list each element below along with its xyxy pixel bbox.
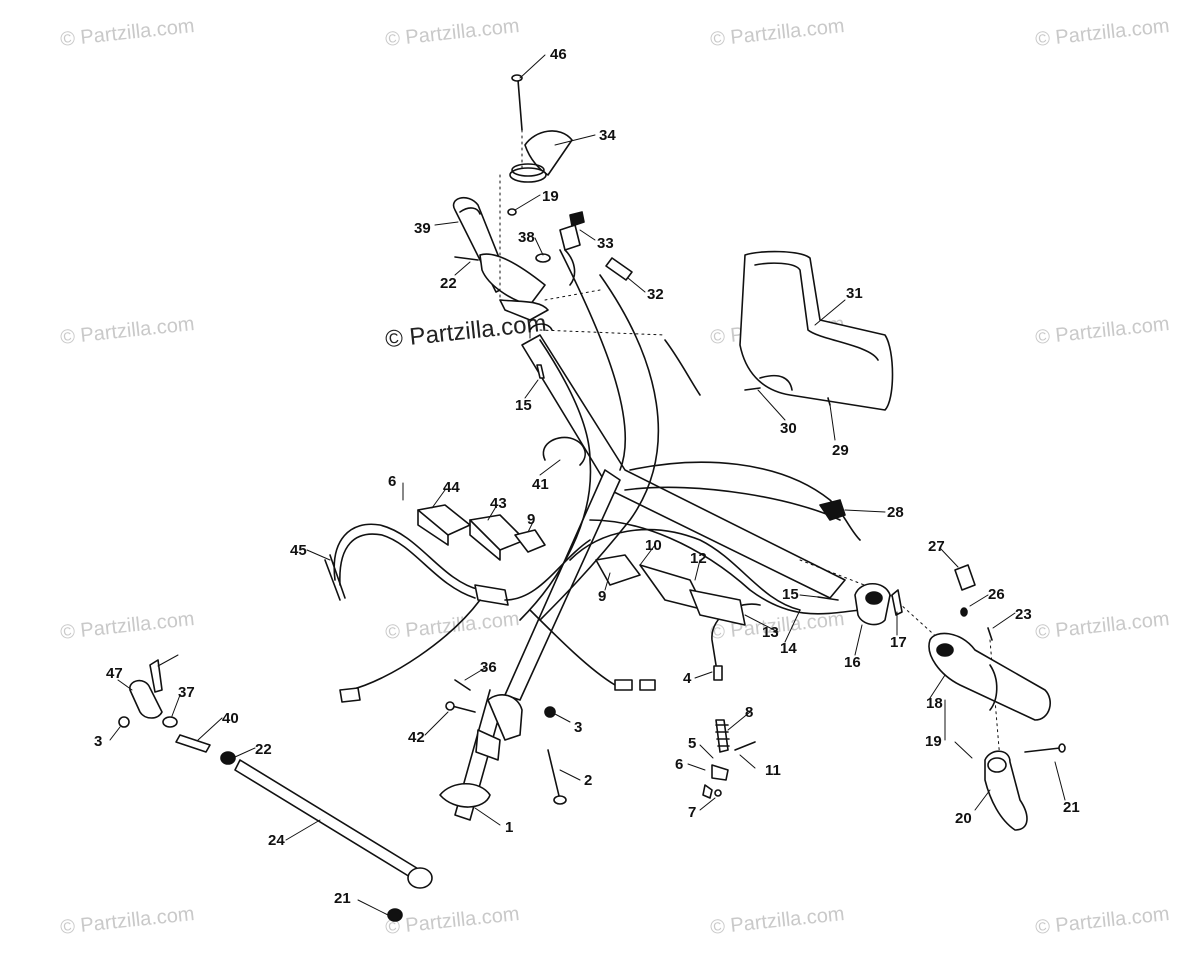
part-23 — [960, 607, 968, 617]
wiring-harness — [324, 523, 656, 703]
callout: 16 — [844, 654, 861, 671]
long-cables — [569, 461, 861, 615]
bracket-25 — [819, 499, 846, 521]
clip-24 — [954, 564, 976, 591]
callout: 21 — [334, 890, 351, 907]
callout: 9 — [598, 588, 606, 605]
pin-22 — [454, 256, 479, 261]
steering-post — [454, 469, 621, 821]
callout: 3 — [94, 733, 102, 750]
callout: 17 — [890, 634, 907, 651]
leader-lines — [109, 54, 1066, 916]
pin-15 — [536, 364, 545, 379]
callout: 46 — [550, 46, 567, 63]
callout: 28 — [887, 504, 904, 521]
callout: 36 — [480, 659, 497, 676]
callout: 47 — [106, 665, 123, 682]
throttle-cables — [519, 249, 701, 621]
callout: 1 — [505, 819, 513, 836]
brake-bracket — [854, 582, 891, 626]
callout: 18 — [926, 695, 943, 712]
callout: 26 — [988, 586, 1005, 603]
callout-labels: 46 34 19 39 38 33 22 32 15 41 31 30 29 2… — [94, 46, 1080, 907]
washer-19 — [507, 208, 517, 216]
steering-bolts — [445, 679, 567, 805]
callout: 6 — [388, 473, 396, 490]
kill-switch — [559, 211, 585, 286]
callout: 4 — [683, 670, 692, 687]
brake-cable-lower — [702, 603, 761, 799]
throttle-lever-right — [984, 743, 1066, 831]
callout: 31 — [846, 285, 863, 302]
callout: 41 — [532, 476, 549, 493]
callout: 19 — [925, 733, 942, 750]
callout: 20 — [955, 810, 972, 827]
callout: 21 — [1063, 799, 1080, 816]
callout: 39 — [414, 220, 431, 237]
callout: 9 — [527, 511, 535, 528]
callout: 14 — [780, 640, 797, 657]
callout: 3 — [574, 719, 582, 736]
callout: 32 — [647, 286, 664, 303]
callout: 45 — [290, 542, 307, 559]
callout: 44 — [443, 479, 460, 496]
callout: 15 — [515, 397, 532, 414]
callout: 38 — [518, 229, 535, 246]
mount-plate — [439, 783, 491, 808]
callout: 34 — [599, 127, 616, 144]
callout: 29 — [832, 442, 849, 459]
left-grip — [452, 196, 549, 321]
callout: 10 — [645, 537, 662, 554]
right-grip — [928, 632, 1051, 721]
hand-guard — [739, 250, 894, 411]
sleeve-29 — [605, 257, 633, 281]
callout: 12 — [690, 550, 707, 567]
callout: 30 — [780, 420, 797, 437]
callout: 2 — [584, 772, 592, 789]
callout: 15 — [782, 586, 799, 603]
callout: 23 — [1015, 606, 1032, 623]
callout: 42 — [408, 729, 425, 746]
callout: 43 — [490, 495, 507, 512]
callout: 33 — [597, 235, 614, 252]
callout: 22 — [255, 741, 272, 758]
callout: 6 — [675, 756, 683, 773]
callout: 5 — [688, 735, 696, 752]
tie-rod-assembly — [118, 659, 433, 922]
callout: 37 — [178, 684, 195, 701]
ring-36 — [542, 436, 586, 466]
pin-17 — [891, 589, 903, 616]
callout: 8 — [745, 704, 753, 721]
callout: 13 — [762, 624, 779, 641]
callout: 27 — [928, 538, 945, 555]
callout: 24 — [268, 832, 285, 849]
pin-15-right — [817, 596, 839, 601]
callout: 7 — [688, 804, 696, 821]
callout: 11 — [765, 762, 781, 779]
throttle-lever-left — [509, 74, 573, 183]
callout: 22 — [440, 275, 457, 292]
callout: 40 — [222, 710, 239, 727]
pin-22-right — [987, 627, 993, 641]
callout: 19 — [542, 188, 559, 205]
